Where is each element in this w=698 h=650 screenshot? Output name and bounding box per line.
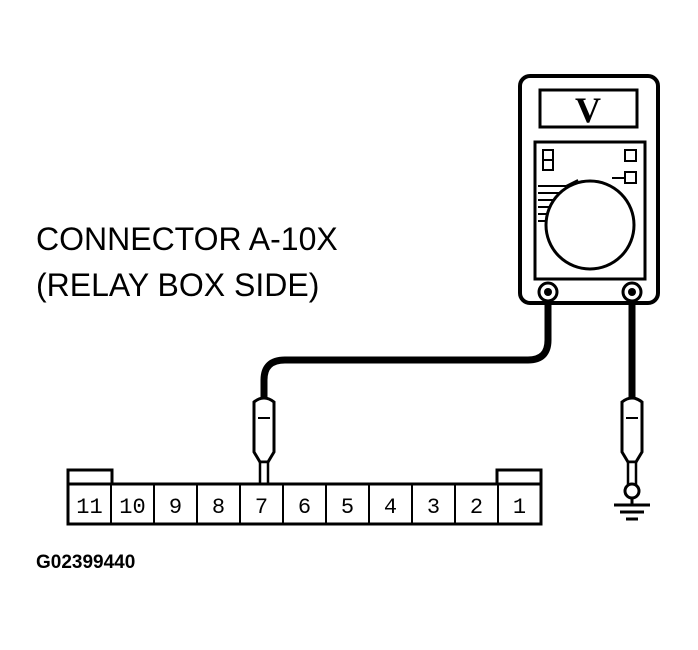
pin-label-9: 9 bbox=[169, 495, 182, 520]
pin-label-4: 4 bbox=[384, 495, 397, 520]
voltmeter-display bbox=[538, 88, 639, 129]
pin-label-11: 11 bbox=[76, 495, 102, 520]
connector-a-10x: 11 10 9 8 7 6 5 4 3 2 1 bbox=[66, 468, 543, 526]
voltmeter: V bbox=[518, 74, 660, 305]
ground-icon bbox=[614, 498, 650, 521]
probe-ground bbox=[620, 396, 644, 500]
pin-label-10: 10 bbox=[119, 495, 145, 520]
pin-label-2: 2 bbox=[470, 495, 483, 520]
voltmeter-mode-symbol: V bbox=[575, 90, 601, 130]
rotary-dial bbox=[544, 179, 636, 271]
probe-pin-7 bbox=[252, 396, 276, 490]
connector-title-line2: (RELAY BOX SIDE) bbox=[36, 267, 319, 303]
positive-jack-center bbox=[628, 288, 636, 296]
pin-label-8: 8 bbox=[212, 495, 225, 520]
pin-label-1: 1 bbox=[513, 495, 526, 520]
test-lead-to-pin bbox=[260, 301, 552, 398]
negative-jack-center bbox=[544, 288, 552, 296]
pin-label-5: 5 bbox=[341, 495, 354, 520]
pin-label-6: 6 bbox=[298, 495, 311, 520]
figure-code: G02399440 bbox=[36, 552, 135, 573]
pin-label-3: 3 bbox=[427, 495, 440, 520]
connector-title-line1: CONNECTOR A-10X bbox=[36, 221, 338, 257]
connector-housing bbox=[66, 482, 543, 526]
indicator-square-3 bbox=[624, 149, 637, 162]
pin-label-7: 7 bbox=[255, 495, 268, 520]
indicator-square-2 bbox=[542, 159, 554, 171]
connector-pins: 11 10 9 8 7 6 5 4 3 2 1 bbox=[76, 484, 526, 524]
